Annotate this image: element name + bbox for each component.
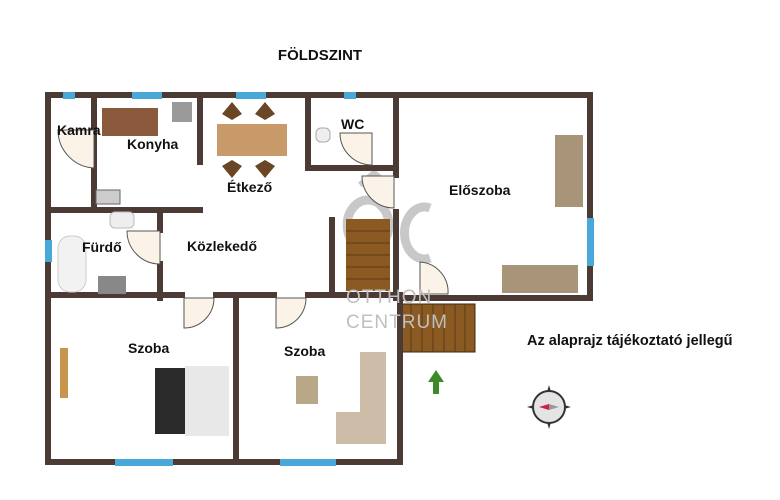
room-label-szoba-2: Szoba [284, 343, 326, 359]
room-label-kamra: Kamra [57, 122, 101, 138]
room-label-etkezo: Étkező [227, 179, 273, 195]
walls [45, 92, 593, 465]
doors [57, 129, 449, 329]
room-label-kozlekedo: Közlekedő [187, 238, 258, 254]
floor-title: FÖLDSZINT [277, 47, 363, 64]
watermark-text-centrum: CENTRUM [346, 312, 448, 333]
staircase-entrance [399, 303, 476, 353]
staircase-inner [346, 219, 390, 291]
room-label-konyha: Konyha [127, 136, 179, 152]
room-label-szoba-1: Szoba [128, 340, 170, 356]
furniture [57, 102, 583, 444]
watermark-text-otthon: OTTHON [346, 287, 433, 308]
room-label-eloszoba: Előszoba [449, 182, 511, 198]
room-label-furdo: Fürdő [82, 239, 122, 255]
disclaimer-note: Az alaprajz tájékoztató jellegű [527, 333, 733, 349]
windows [45, 92, 594, 466]
entrance-arrow-icon [428, 370, 444, 394]
room-label-wc: WC [341, 116, 365, 132]
compass-icon [527, 385, 571, 429]
